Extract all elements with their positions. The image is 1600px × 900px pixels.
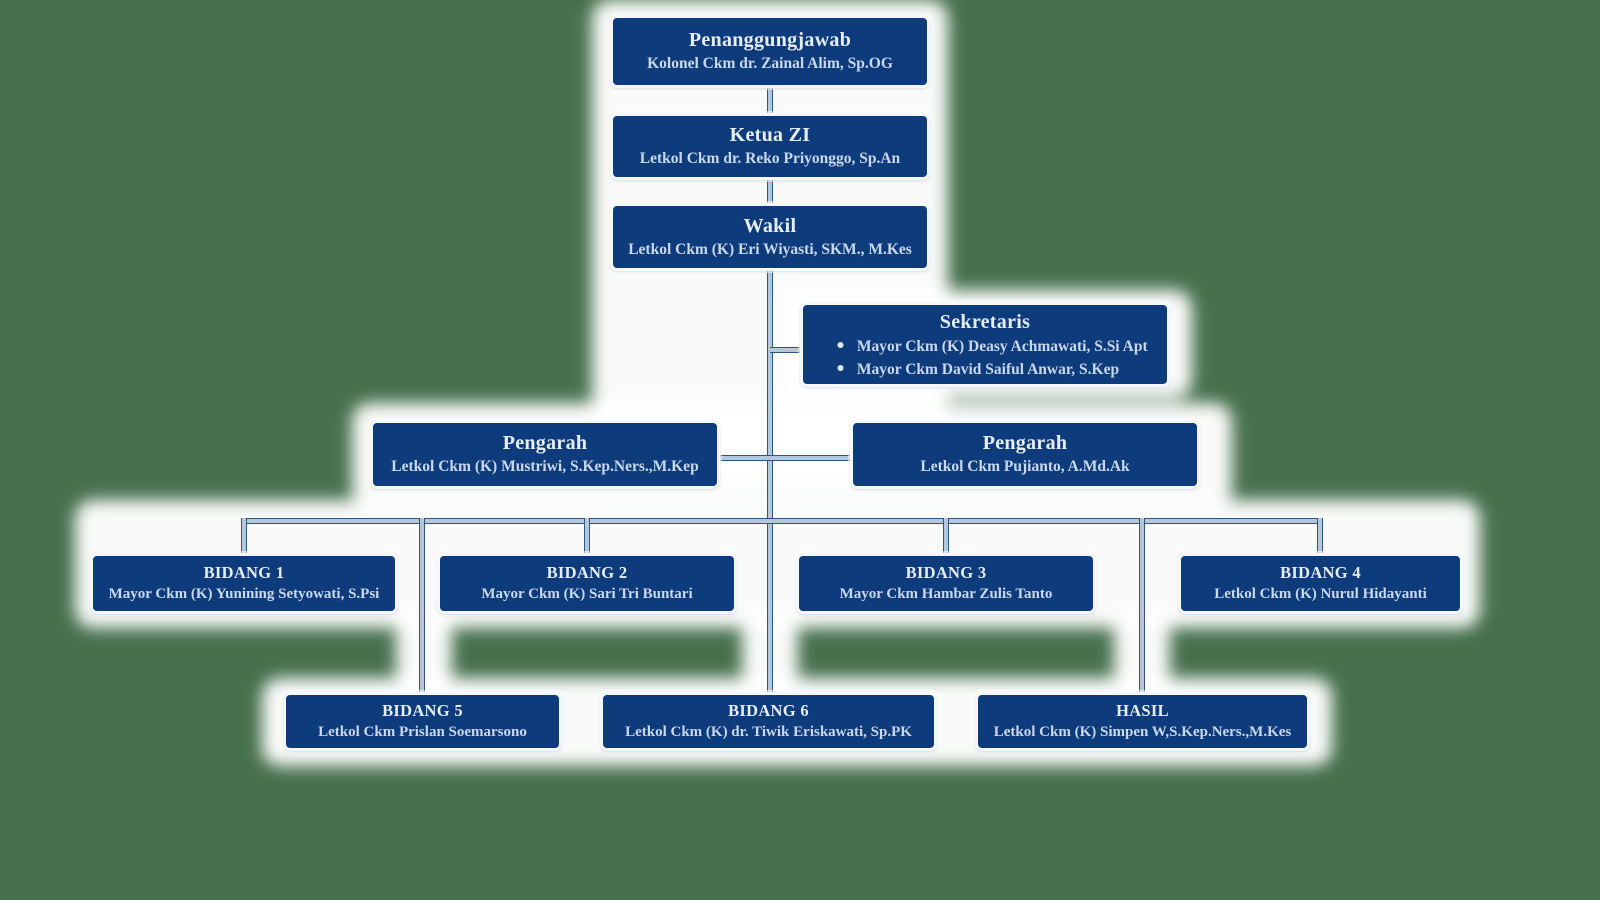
node-subtitle: Letkol Ckm (K) dr. Tiwik Eriskawati, Sp.… [625, 723, 912, 740]
node-subtitle: Letkol Ckm (K) Simpen W,S.Kep.Ners.,M.Ke… [993, 723, 1292, 740]
org-node-ketua-zi: Ketua ZI Letkol Ckm dr. Reko Priyonggo, … [610, 113, 930, 180]
node-subtitle: Letkol Ckm (K) Nurul Hidayanti [1214, 585, 1427, 602]
node-title: Pengarah [502, 432, 588, 455]
node-subtitle: Mayor Ckm Hambar Zulis Tanto [839, 585, 1053, 602]
node-title: BIDANG 4 [1280, 562, 1361, 582]
node-subtitle: Letkol Ckm Prislan Soemarsono [318, 723, 527, 740]
bullet-icon: ● [836, 360, 845, 376]
org-node-wakil: Wakil Letkol Ckm (K) Eri Wiyasti, SKM., … [610, 203, 930, 271]
org-node-pengarah-2: Pengarah Letkol Ckm Pujianto, A.Md.Ak [850, 420, 1200, 489]
connector-pengarah [718, 455, 852, 461]
connector-spine-3 [767, 268, 773, 695]
connector-drop-hasil [1139, 518, 1145, 695]
bullet-icon: ● [836, 338, 845, 354]
node-title: BIDANG 2 [546, 562, 628, 582]
org-node-bidang-5: BIDANG 5 Letkol Ckm Prislan Soemarsono [283, 692, 562, 751]
node-title: Pengarah [982, 432, 1068, 455]
node-title: BIDANG 1 [203, 562, 285, 582]
connector-spine-2 [767, 178, 773, 206]
node-subtitle: Kolonel Ckm dr. Zainal Alim, Sp.OG [647, 55, 893, 73]
connector-drop-bidang5 [419, 518, 425, 695]
org-node-bidang-3: BIDANG 3 Mayor Ckm Hambar Zulis Tanto [796, 553, 1096, 614]
member-name: Mayor Ckm (K) Deasy Achmawati, S.Si Apt [856, 338, 1148, 356]
member-name: Mayor Ckm David Saiful Anwar, S.Kep [856, 360, 1120, 378]
node-title: BIDANG 6 [728, 700, 809, 720]
org-node-bidang-4: BIDANG 4 Letkol Ckm (K) Nurul Hidayanti [1178, 553, 1463, 614]
org-node-bidang-6: BIDANG 6 Letkol Ckm (K) dr. Tiwik Eriska… [600, 692, 937, 751]
node-title: BIDANG 3 [905, 562, 987, 582]
node-subtitle: Mayor Ckm (K) Sari Tri Buntari [481, 585, 693, 602]
node-subtitle: Letkol Ckm dr. Reko Priyonggo, Sp.An [639, 150, 901, 168]
member-item: ● Mayor Ckm David Saiful Anwar, S.Kep [836, 360, 1119, 379]
node-title: Ketua ZI [729, 124, 811, 147]
node-subtitle: Mayor Ckm (K) Yunining Setyowati, S.Psi [108, 585, 380, 602]
connector-drop-bidang3 [943, 518, 949, 555]
org-node-bidang-1: BIDANG 1 Mayor Ckm (K) Yunining Setyowat… [90, 553, 398, 614]
connector-drop-bidang1 [241, 518, 247, 555]
node-subtitle: Letkol Ckm Pujianto, A.Md.Ak [920, 458, 1130, 476]
org-node-bidang-2: BIDANG 2 Mayor Ckm (K) Sari Tri Buntari [437, 553, 737, 614]
connector-bidang-rail [241, 518, 1323, 524]
connector-drop-bidang2 [584, 518, 590, 555]
node-title: BIDANG 5 [382, 700, 463, 720]
member-item: ● Mayor Ckm (K) Deasy Achmawati, S.Si Ap… [836, 337, 1147, 356]
connector-spine-1 [767, 86, 773, 116]
member-list: ● Mayor Ckm (K) Deasy Achmawati, S.Si Ap… [822, 337, 1147, 379]
node-subtitle: Letkol Ckm (K) Mustriwi, S.Kep.Ners.,M.K… [391, 458, 699, 476]
org-node-penanggungjawab: Penanggungjawab Kolonel Ckm dr. Zainal A… [610, 15, 930, 88]
node-title: Penanggungjawab [688, 29, 852, 52]
org-node-hasil: HASIL Letkol Ckm (K) Simpen W,S.Kep.Ners… [975, 692, 1310, 751]
node-subtitle: Letkol Ckm (K) Eri Wiyasti, SKM., M.Kes [628, 240, 912, 258]
node-title: HASIL [1116, 700, 1169, 720]
node-title: Sekretaris [939, 311, 1031, 334]
connector-sekretaris [770, 347, 804, 353]
org-node-pengarah-1: Pengarah Letkol Ckm (K) Mustriwi, S.Kep.… [370, 420, 720, 489]
node-title: Wakil [743, 214, 797, 237]
connector-drop-bidang4 [1317, 518, 1323, 555]
org-node-sekretaris: Sekretaris ● Mayor Ckm (K) Deasy Achmawa… [800, 302, 1170, 387]
